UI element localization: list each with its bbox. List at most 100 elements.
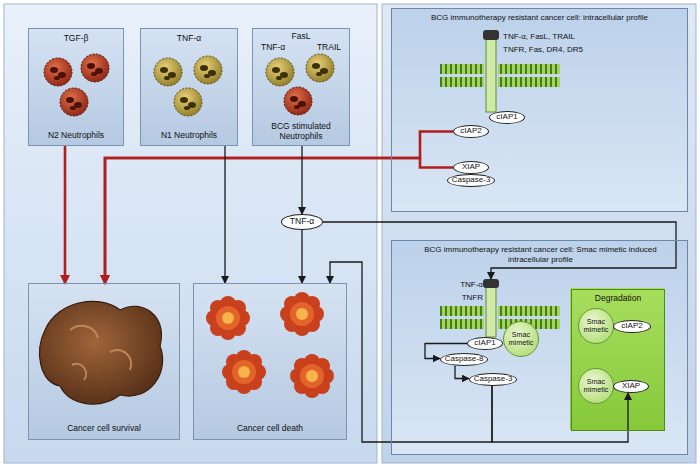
membrane [498,306,560,316]
node-label: XIAP [462,163,480,172]
receptor: TNF-α, FasL, TRAIL TNFR, Fas, DR4, DR5 [487,31,607,61]
degradation-box: DegradationSmac mimeticcIAP2Smac mimetic… [571,289,665,431]
box-label: TGF-β [33,33,119,43]
node-label: cIAP2 [621,322,642,331]
signal-arrow [301,230,302,283]
dying-cell [280,292,324,336]
node-label: Caspase-3 [452,176,491,185]
node-label: Caspase-3 [474,375,513,384]
box-label: FasL [257,31,345,41]
box-fill [140,28,238,146]
box-label: Degradation [576,293,660,303]
right-panel [382,4,696,463]
signal-arrow [455,366,469,379]
protein-oval: XIAP [453,161,489,174]
n1-neutrophil [154,58,182,86]
receptor-bar [486,38,496,112]
cell-panel: BCG immunotherapy resistant cancer cell:… [391,240,688,455]
smac-circle: Smac mimetic [503,321,539,357]
ligand [483,30,499,40]
box-label: Cancer cell survival [33,423,175,433]
panel-fill [391,8,688,212]
box-label: TNFR [462,293,483,303]
box-label: BCG stimulated Neutrophils [257,121,345,141]
receptor: TNF-αTNFR [441,279,499,305]
smac-circle: Smac mimetic [578,308,614,344]
box-label: TNF-α [261,42,285,52]
membrane [498,77,560,87]
n1-neutrophil [194,56,222,84]
protein-oval: cIAP2 [613,320,651,333]
n1-neutrophil [174,88,202,116]
signal-arrow [323,222,676,279]
membrane [440,77,484,87]
box-label: TRAIL [317,42,341,52]
node-label: cIAP2 [460,127,481,136]
tumor-illustration [40,301,163,404]
degradation-fill [570,288,664,430]
dying-cell [222,350,266,394]
protein-oval: XIAP [613,380,649,393]
protein-oval: Caspase-3 [447,174,496,187]
box-fill [252,28,350,146]
membrane [440,306,484,316]
protein-oval: cIAP1 [467,337,503,350]
protein-oval: Caspase-8 [440,353,489,366]
box-fill [28,28,124,146]
box-label: TNF-α [145,33,233,43]
node-label: Smac mimetic [581,378,611,394]
smac-circle: Smac mimetic [578,368,614,404]
n2-neutrophil [60,88,88,116]
box-label: N2 Neutrophils [33,130,119,140]
membrane [440,64,484,74]
left-panel [4,4,377,463]
signal-arrow [301,146,302,214]
survival-arrow [105,158,453,283]
bcg-neutrophil [306,54,334,82]
box-label: BCG immunotherapy resistant cancer cell:… [396,13,683,23]
node-label: cIAP1 [474,339,495,348]
cytokine-oval: TNF-α [281,214,323,230]
node-label: XIAP [622,382,640,391]
n2-neutrophil [81,54,109,82]
neutrophil-box: TNF-α N1 Neutrophils [140,28,238,146]
protein-oval: cIAP2 [453,125,489,138]
membrane [440,319,484,329]
cell-panel: BCG immunotherapy resistant cancer cell:… [391,8,688,212]
node-label: Smac mimetic [506,331,536,347]
outcome-box: Cancer cell survival [28,283,180,440]
panel-fill [391,240,688,455]
protein-oval: cIAP1 [489,111,525,124]
ligand [483,279,499,288]
tumor-texture [70,326,131,380]
box-fill [193,283,347,440]
outcome-box: Cancer cell death [193,283,347,440]
neutrophil-box: FasLTNF-α TRAIL BCG stimulated Neutrophils [252,28,350,146]
box-fill [28,283,180,440]
dying-cell [290,354,334,398]
signal-arrow [330,262,492,442]
box-label: N1 Neutrophils [145,130,233,140]
survival-arrow [105,132,453,284]
box-label: TNF-α, FasL, TRAIL [503,32,575,42]
box-label: TNF-α [460,280,483,290]
node-label: TNF-α [290,217,314,226]
box-label: TNFR, Fas, DR4, DR5 [503,45,583,55]
bcg-neutrophil [266,58,294,86]
box-label: Cancer cell death [198,423,342,433]
neutrophil-box: TGF-β N2 Neutrophils [28,28,124,146]
node-label: Smac mimetic [581,318,611,334]
signal-arrow [224,146,225,283]
survival-arrow [64,146,67,283]
receptor-bar [486,286,496,337]
node-label: cIAP1 [496,113,517,122]
dying-cell [206,296,250,340]
membrane [498,64,560,74]
protein-oval: Caspase-3 [469,373,518,386]
n2-neutrophil [44,58,72,86]
node-label: Caspase-8 [445,355,484,364]
bcg-neutrophil [284,87,312,115]
box-label: BCG immunotherapy resistant cancer cell:… [416,245,666,264]
